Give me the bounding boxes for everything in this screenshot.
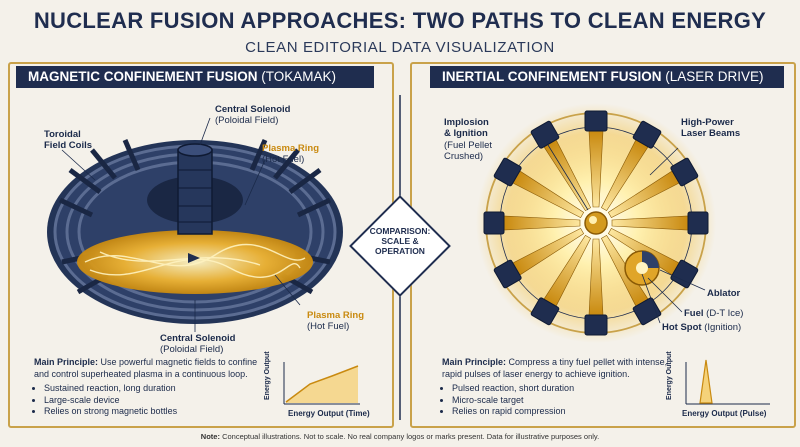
right-panel-header: INERTIAL CONFINEMENT FUSION (LASER DRIVE… [430, 66, 784, 88]
left-principle-text: Use powerful magnetic fields to confine … [34, 357, 258, 379]
footer-text: Conceptual illustrations. Not to scale. … [222, 432, 600, 441]
right-header-bold: INERTIAL CONFINEMENT FUSION [442, 69, 662, 84]
left-chart-xlabel: Energy Output (Time) [288, 409, 370, 418]
plasma-bottom-title: Plasma Ring [307, 310, 365, 321]
ablator-label: Ablator [707, 288, 741, 299]
list-item: Relies on rapid compression [452, 406, 676, 418]
solenoid-top-label: Central Solenoid (Poloidal Field) [215, 104, 290, 126]
plasma-bottom-label: Plasma Ring (Hot Fuel) [307, 310, 364, 332]
list-item: Relies on strong magnetic bottles [44, 406, 262, 418]
right-chart-xlabel: Energy Output (Pulse) [682, 409, 767, 418]
list-item: Micro-scale target [452, 395, 676, 407]
plasma-bottom-sub: (Hot Fuel) [307, 321, 350, 332]
tokamak-energy-chart [283, 362, 360, 405]
implosion-title: Implosion & Ignition [444, 117, 489, 139]
laser-beam [607, 157, 699, 218]
plasma-top-sub: (Hot Fuel) [262, 154, 305, 165]
laser-beam [483, 211, 581, 235]
solenoid-bottom-title: Central Solenoid [160, 333, 236, 344]
comparison-text: COMPARISON: SCALE & OPERATION [369, 226, 431, 256]
plasma-flow-arrow [188, 253, 200, 263]
laser-beam [584, 238, 608, 336]
central-solenoid [177, 149, 213, 235]
solenoid-top-sub: (Poloidal Field) [215, 115, 279, 126]
laser-beam [611, 211, 709, 235]
left-panel-header: MAGNETIC CONFINEMENT FUSION (TOKAMAK) [16, 66, 374, 88]
page-subtitle: CLEAN EDITORIAL DATA VISUALIZATION [245, 39, 555, 56]
right-principle-text: Compress a tiny fuel pellet with intense… [442, 357, 668, 379]
plasma-ring [77, 230, 313, 294]
right-principle-lead: Main Principle: [442, 357, 507, 367]
solenoid-bottom-label: Central Solenoid (Poloidal Field) [160, 333, 235, 355]
right-bullets: Pulsed reaction, short duration Micro-sc… [442, 383, 676, 418]
fuel-label: Fuel (D-T Ice) [684, 308, 743, 319]
plasma-top-label: Plasma Ring (Hot Fuel) [262, 143, 319, 165]
laser-beam [584, 110, 608, 208]
laser-beams-label: High-Power Laser Beams [681, 117, 741, 139]
fuel-title: Fuel [684, 308, 704, 319]
right-header-light: (LASER DRIVE) [665, 69, 764, 84]
solenoid-bottom-sub: (Poloidal Field) [160, 344, 224, 355]
implosion-sub: (Fuel Pellet Crushed) [444, 140, 493, 162]
left-bullets: Sustained reaction, long duration Large-… [34, 383, 262, 418]
laser-beam [493, 228, 585, 289]
solenoid-top-title: Central Solenoid [215, 104, 291, 115]
list-item: Large-scale device [44, 395, 262, 407]
list-item: Sustained reaction, long duration [44, 383, 262, 395]
page-title: NUCLEAR FUSION APPROACHES: TWO PATHS TO … [33, 8, 767, 33]
list-item: Pulsed reaction, short duration [452, 383, 676, 395]
laser-beam [530, 234, 591, 326]
left-header-bold: MAGNETIC CONFINEMENT FUSION [28, 69, 258, 84]
laser-energy-chart [685, 359, 770, 405]
left-principle: Main Principle: Use powerful magnetic fi… [34, 357, 262, 418]
left-header-light: (TOKAMAK) [261, 69, 337, 84]
fuel-pellet [584, 211, 608, 235]
tokamak-illustration [47, 117, 343, 332]
footer-lead: Note: [200, 432, 220, 441]
footer-note: Note: Conceptual illustrations. Not to s… [0, 432, 800, 441]
hotspot-label: Hot Spot (Ignition) [662, 322, 741, 333]
hotspot-sub: (Ignition) [704, 322, 742, 333]
laser-beam [493, 157, 585, 218]
laser-illustration [476, 103, 716, 343]
toroidal-coils-label: Toroidal Field Coils [44, 129, 93, 151]
fuel-sub: (D-T Ice) [706, 308, 744, 319]
left-chart-ylabel: Energy Output [264, 351, 271, 400]
plasma-top-title: Plasma Ring [262, 143, 320, 154]
right-chart-ylabel: Energy Output [666, 351, 673, 400]
hotspot-title: Hot Spot [662, 322, 702, 333]
laser-beam [601, 120, 662, 212]
left-principle-lead: Main Principle: [34, 357, 99, 367]
right-principle: Main Principle: Compress a tiny fuel pel… [442, 357, 676, 418]
